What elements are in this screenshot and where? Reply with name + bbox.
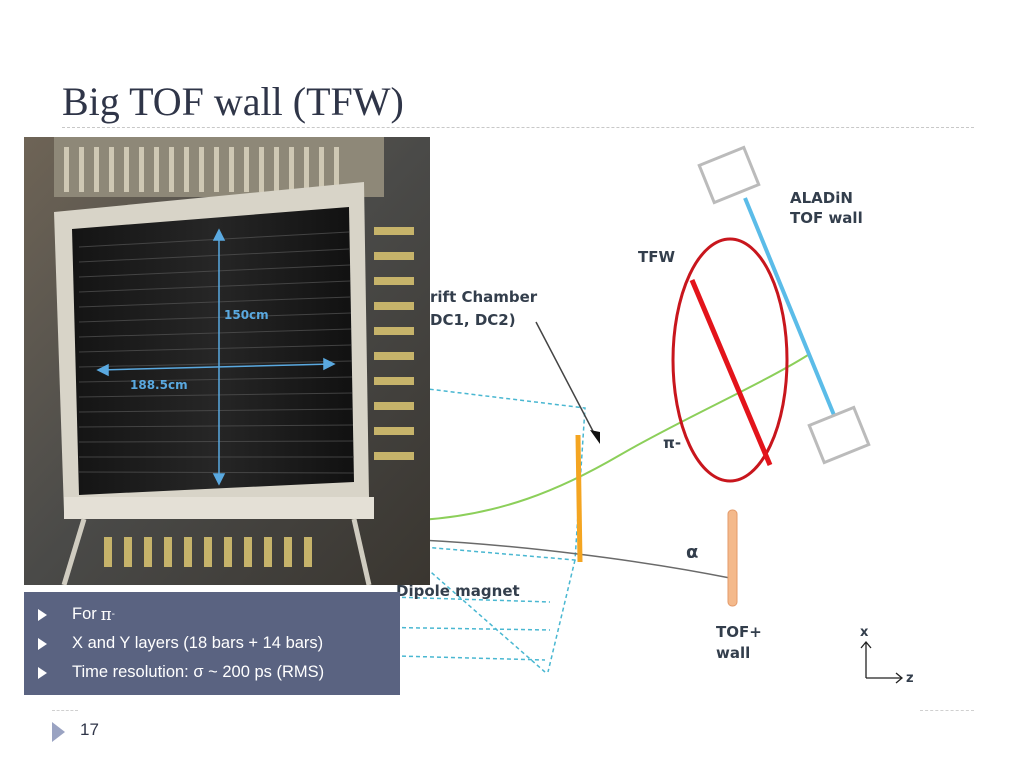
bullet-item: For π-: [38, 605, 115, 624]
tof-plus-label-line2: wall: [716, 644, 750, 662]
aladin-box-top: [697, 145, 761, 205]
tof-plus-wall: [727, 509, 738, 607]
bullet-superscript: -: [111, 609, 115, 620]
aladin-box-bottom: [807, 405, 871, 465]
pion-label: π-: [663, 434, 681, 452]
aladin-tof-wall: [743, 197, 838, 421]
bullet-text: For: [72, 605, 97, 623]
coordinate-axes: [860, 640, 904, 684]
drift-chamber-bar: [575, 434, 583, 563]
aladin-label-line2: TOF wall: [790, 209, 863, 227]
dipole-label: Dipole magnet: [396, 582, 520, 600]
axis-x-label: x: [860, 625, 869, 640]
bullet-triangle-icon: [38, 608, 47, 621]
tfw-highlight-ellipse: [671, 237, 789, 483]
tof-plus-label-line1: TOF+: [716, 623, 762, 641]
footer-divider-right: [920, 710, 974, 711]
pion-track: [419, 354, 809, 521]
aladin-label-line1: ALADiN: [790, 189, 853, 207]
title-divider: [62, 127, 974, 128]
slide-title: Big TOF wall (TFW): [62, 79, 404, 124]
bullet-text: Time resolution: σ ~ 200 ps (RMS): [72, 663, 325, 681]
alpha-track: [419, 539, 731, 579]
width-dimension-label: 188.5cm: [130, 378, 188, 392]
drift-label-line1: rift Chamber: [430, 288, 538, 306]
tof-wall-photo: 150cm 188.5cm: [24, 137, 430, 585]
bullet-item: Time resolution: σ ~ 200 ps (RMS): [38, 663, 324, 682]
dimension-arrows: [96, 228, 336, 486]
bullet-triangle-icon: [38, 666, 47, 679]
drift-label-line2: DC1, DC2): [430, 311, 516, 329]
footer-triangle-icon: [52, 722, 65, 742]
bullet-item: X and Y layers (18 bars + 14 bars): [38, 634, 323, 653]
bullet-text: X and Y layers (18 bars + 14 bars): [72, 634, 324, 652]
tfw-bar: [689, 279, 773, 466]
tfw-label: TFW: [638, 248, 675, 266]
slide-number: 17: [80, 720, 99, 739]
bullet-greek: π: [100, 605, 112, 624]
axis-z-label: z: [906, 671, 914, 686]
bullet-box: For π- X and Y layers (18 bars + 14 bars…: [24, 592, 400, 695]
height-dimension-label: 150cm: [224, 308, 269, 322]
alpha-label: α: [686, 542, 698, 563]
bullet-triangle-icon: [38, 637, 47, 650]
footer-divider-left: [52, 710, 78, 711]
drift-chamber-pointer: [535, 321, 596, 436]
